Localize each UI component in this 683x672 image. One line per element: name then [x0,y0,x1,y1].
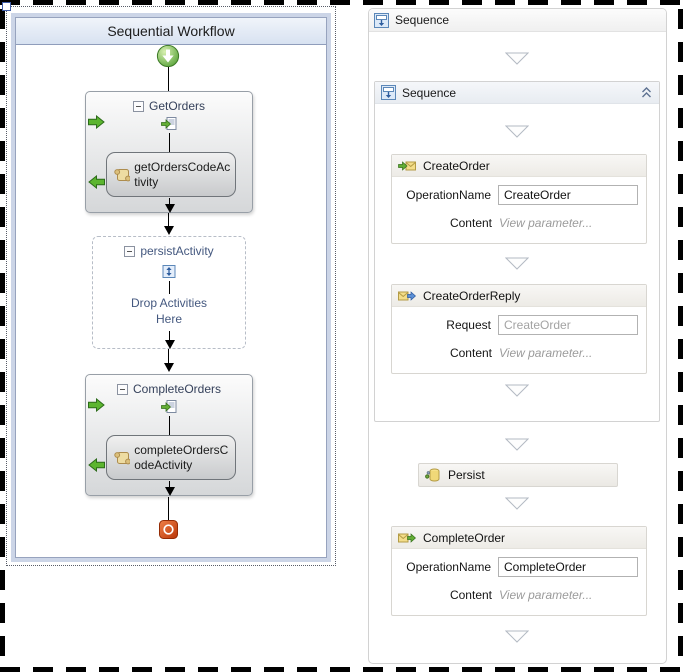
activity-persist-wf4[interactable]: Persist [418,463,618,487]
activity-create-order-reply[interactable]: CreateOrderReply Request Content View pa… [391,284,647,374]
sequence-icon [381,85,396,100]
persist-database-icon [425,468,440,482]
request-input[interactable] [498,315,638,335]
drop-activities-hint[interactable]: Drop Activities Here [130,296,208,326]
green-arrow-out-icon [88,175,105,189]
activity-complete-orders-code[interactable]: completeOrdersCodeActivity [106,435,236,480]
connector-line [169,331,170,340]
operation-name-input[interactable] [498,557,638,577]
receive-envelope-icon [398,160,416,171]
activity-complete-order[interactable]: CompleteOrder OperationName Content View… [391,526,647,616]
activity-persist[interactable]: persistActivity Drop Activities Here [92,236,246,349]
activity-get-orders[interactable]: GetOrders getOrdersCodeActivity [85,91,253,213]
activity-header[interactable]: CompleteOrder [392,527,646,549]
activity-header[interactable]: CreateOrderReply [392,285,646,307]
activity-header: GetOrders [86,99,252,113]
activity-label: completeOrdersCodeActivity [134,442,229,472]
connector-arrowhead [165,340,175,349]
receive-activity-icon [161,400,177,413]
dashed-border-right [678,9,683,663]
connector-line [169,481,170,488]
view-parameter-link[interactable]: View parameter... [499,216,593,230]
sequence-label: Sequence [402,85,457,100]
collapse-toggle[interactable] [116,383,128,395]
connector-line [168,349,169,364]
content-label: Content [449,346,492,360]
send-envelope-icon [398,532,416,543]
connector-line [168,497,169,520]
request-label: Request [446,318,491,332]
selection-handle[interactable] [2,2,11,11]
workflow-title-bar: Sequential Workflow [16,18,326,45]
connector-arrowhead [165,204,175,213]
activity-label: persistActivity [140,244,214,258]
drop-target-triangle[interactable] [505,125,529,138]
activity-get-orders-code[interactable]: getOrdersCodeActivity [106,152,236,197]
green-arrow-in-icon [88,115,105,129]
activity-title: CreateOrderReply [423,288,521,303]
dashed-border-left [0,9,5,663]
activity-label: GetOrders [148,99,205,113]
end-icon [159,520,178,539]
code-activity-icon [114,451,131,464]
drop-target-triangle[interactable] [505,257,529,270]
workflow-title: Sequential Workflow [107,23,235,39]
operation-name-label: OperationName [406,188,491,202]
drop-target-triangle[interactable] [505,438,529,451]
persist-activity-icon [162,265,176,278]
connector-arrowhead [164,363,174,372]
content-label: Content [449,216,492,230]
activity-complete-orders[interactable]: CompleteOrders completeOrdersCodeActivit… [85,374,253,496]
activity-header[interactable]: CreateOrder [392,155,646,177]
activity-label: CompleteOrders [132,382,222,396]
connector-arrowhead [164,226,174,235]
connector-line [169,133,170,152]
drop-target-triangle[interactable] [505,52,529,65]
drop-target-triangle[interactable] [505,630,529,643]
activity-header: CompleteOrders [86,382,252,396]
collapse-toggle[interactable] [132,100,144,112]
connector-arrowhead [165,487,175,496]
connector-line [169,416,170,435]
receive-activity-icon [161,117,177,130]
code-activity-icon [114,168,131,181]
dashed-border-bottom [0,667,683,672]
sequence-icon [374,12,389,28]
start-icon [156,44,180,68]
drop-target-triangle[interactable] [505,384,529,397]
activity-header: persistActivity [93,244,245,258]
activity-title: CompleteOrder [423,530,506,545]
send-reply-envelope-icon [398,290,416,301]
view-parameter-link[interactable]: View parameter... [499,346,593,360]
activity-title: CreateOrder [423,158,490,173]
connector-line [168,213,169,227]
connector-line [168,67,169,91]
double-chevron-up-icon [642,87,651,98]
activity-label: getOrdersCodeActivity [134,159,231,189]
sequence-label: Sequence [395,13,450,27]
outer-sequence-header[interactable]: Sequence [369,9,666,32]
inner-sequence-header[interactable]: Sequence [375,82,659,104]
collapse-toggle[interactable] [124,245,136,257]
operation-name-input[interactable] [498,185,638,205]
collapse-all-button[interactable] [640,86,653,99]
dashed-border-top [0,0,683,5]
selection-outline [6,6,336,566]
operation-name-label: OperationName [406,560,491,574]
activity-create-order[interactable]: CreateOrder OperationName Content View p… [391,154,647,244]
activity-title: Persist [448,468,485,482]
connector-line [169,198,170,205]
connector-line [169,281,170,294]
content-label: Content [449,588,492,602]
view-parameter-link[interactable]: View parameter... [499,588,593,602]
drop-target-triangle[interactable] [505,497,529,510]
green-arrow-in-icon [88,398,105,412]
green-arrow-out-icon [88,458,105,472]
